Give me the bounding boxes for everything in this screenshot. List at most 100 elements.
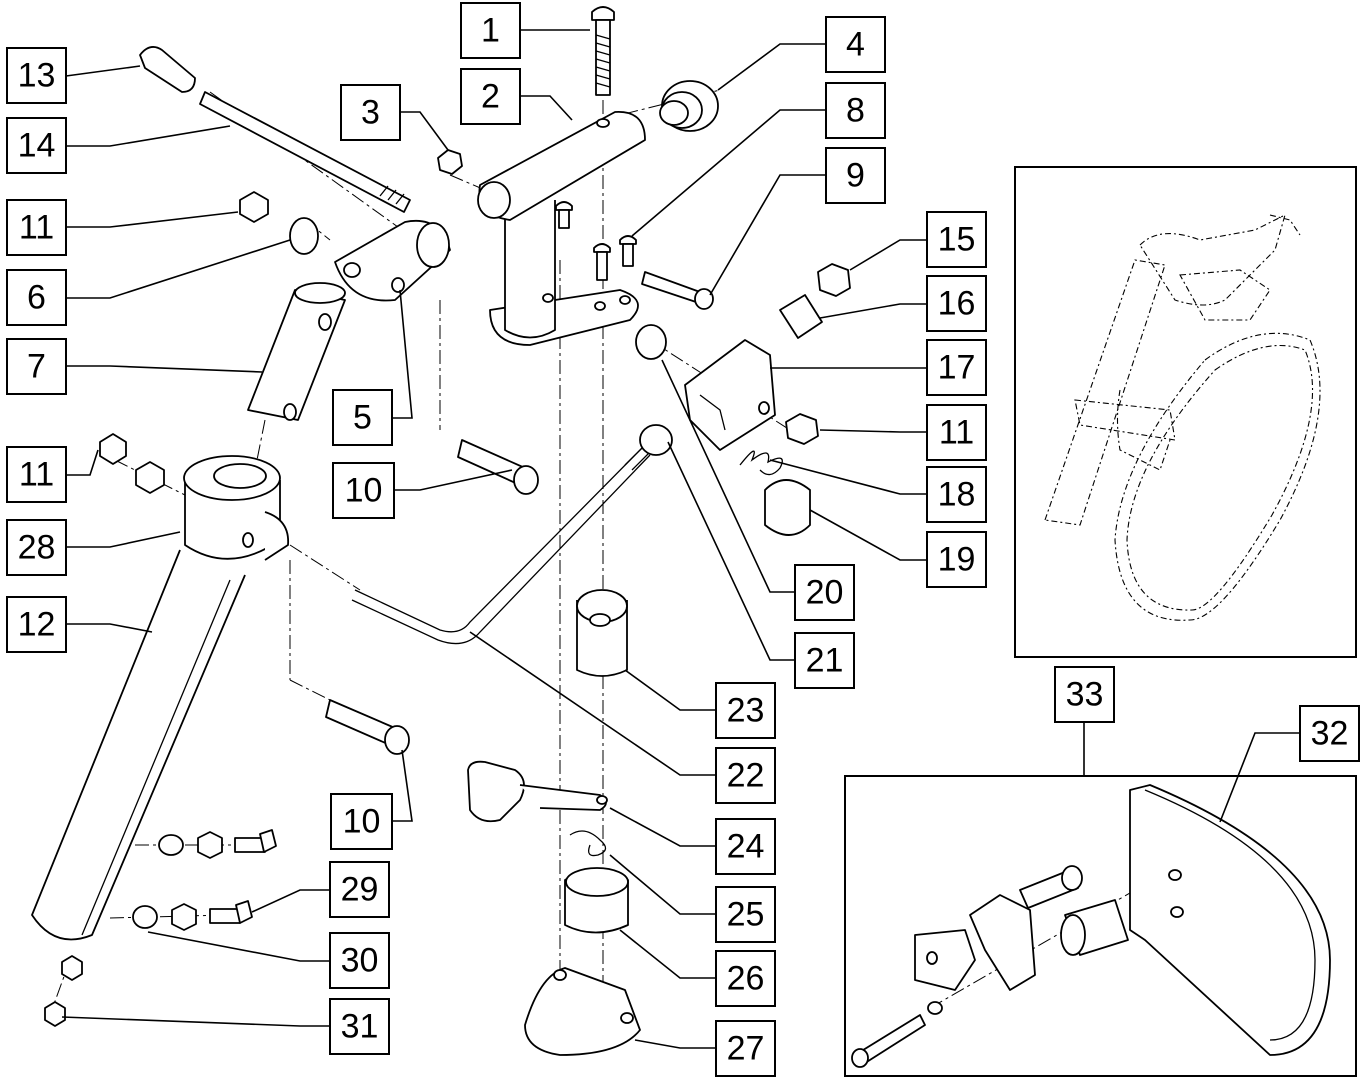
callout-17: 17: [926, 339, 987, 396]
svg-text:32: 32: [1311, 715, 1349, 753]
part-12-post: [31, 549, 246, 941]
svg-text:13: 13: [18, 57, 56, 95]
svg-text:9: 9: [846, 157, 865, 195]
svg-text:4: 4: [846, 26, 865, 64]
callout-2: 2: [460, 68, 521, 125]
svg-text:10: 10: [343, 803, 381, 841]
part-27-clamp: [524, 967, 641, 1056]
callout-33: 33: [1054, 666, 1115, 723]
part-14-rod: [199, 91, 411, 213]
kit-drawing: [851, 784, 1331, 1068]
callout-9: 9: [825, 147, 886, 204]
svg-text:11: 11: [939, 414, 974, 452]
callout-16: 16: [926, 275, 987, 332]
svg-text:22: 22: [727, 757, 765, 795]
callout-25: 25: [715, 886, 776, 943]
svg-text:28: 28: [18, 529, 56, 567]
part-28-collar: [183, 455, 289, 561]
kit-frame: [844, 775, 1357, 1077]
part-4-bumper: [659, 80, 719, 132]
callout-31: 31: [329, 998, 390, 1055]
svg-text:11: 11: [19, 209, 54, 247]
callout-20: 20: [794, 564, 855, 621]
part-24-lever: [467, 760, 608, 823]
part-25-clip: [569, 830, 607, 857]
svg-text:24: 24: [727, 828, 765, 866]
part-10-bolt-b: [325, 699, 410, 755]
part-5-clevis: [334, 220, 451, 302]
svg-text:11: 11: [19, 456, 54, 494]
callout-15: 15: [926, 211, 987, 268]
svg-text:7: 7: [27, 348, 46, 386]
callout-28: 28: [6, 519, 67, 576]
svg-text:23: 23: [727, 692, 765, 730]
svg-text:5: 5: [353, 399, 372, 437]
callout-8: 8: [825, 82, 886, 139]
callout-22: 22: [715, 747, 776, 804]
part-31-nut-a: [61, 955, 83, 981]
callout-21: 21: [794, 632, 855, 689]
callout-7: 7: [6, 338, 67, 395]
part-11-nut-a: [239, 191, 269, 223]
callout-11-mid-left: 11: [6, 446, 67, 503]
svg-text:27: 27: [727, 1030, 765, 1068]
part-23-sleeve: [576, 589, 628, 677]
callout-13: 13: [6, 47, 67, 104]
callout-18: 18: [926, 466, 987, 523]
callout-10-upper: 10: [332, 462, 395, 519]
part-10-bolt-a: [457, 439, 539, 495]
part-18-spring: [739, 450, 783, 476]
leader-lines: [61, 29, 1300, 1049]
svg-text:16: 16: [938, 285, 976, 323]
assembled-view-frame: [1014, 166, 1357, 658]
callout-5: 5: [332, 389, 393, 446]
part-2-bracket-tube: [477, 111, 646, 346]
svg-text:1: 1: [481, 12, 500, 50]
callout-11-right: 11: [926, 404, 987, 461]
part-16-spacer: [779, 294, 823, 339]
part-drawings: [31, 6, 1357, 1077]
callout-1: 1: [460, 2, 521, 59]
svg-text:2: 2: [481, 78, 500, 116]
svg-text:15: 15: [938, 221, 976, 259]
svg-text:20: 20: [806, 574, 844, 612]
part-6-washer: [289, 217, 319, 255]
part-8-screws: [555, 201, 637, 281]
callout-23: 23: [715, 682, 776, 739]
svg-text:6: 6: [27, 279, 46, 317]
svg-text:3: 3: [361, 94, 380, 132]
svg-text:25: 25: [727, 896, 765, 934]
part-31-nut-b: [44, 1001, 66, 1027]
svg-text:10: 10: [345, 472, 383, 510]
callout-labels: 1 2 3 4 5 6 7 8: [6, 2, 1360, 1077]
callout-27: 27: [715, 1020, 776, 1077]
part-26-ring: [564, 867, 629, 934]
part-15-nut: [817, 263, 851, 297]
svg-text:17: 17: [938, 349, 976, 387]
callout-30: 30: [329, 932, 390, 989]
part-7-tube: [247, 282, 346, 421]
part-11-nut-d: [785, 413, 819, 445]
part-29-30-fasteners: [132, 829, 277, 931]
assembled-view-drawing: [1044, 213, 1321, 621]
svg-text:8: 8: [846, 92, 865, 130]
callout-12: 12: [6, 596, 67, 653]
part-20-washer: [635, 324, 667, 360]
svg-text:33: 33: [1066, 676, 1104, 714]
svg-text:30: 30: [341, 942, 379, 980]
part-19-bushing: [764, 479, 811, 536]
callout-24: 24: [715, 818, 776, 875]
svg-text:21: 21: [806, 642, 844, 680]
callout-3: 3: [340, 84, 401, 141]
callout-29: 29: [329, 861, 390, 918]
svg-text:26: 26: [727, 960, 765, 998]
part-11-nut-b: [99, 433, 127, 465]
part-21-spacer: [639, 424, 673, 456]
part-17-latch: [684, 339, 776, 451]
svg-text:29: 29: [341, 871, 379, 909]
part-3-nut: [437, 149, 463, 175]
part-11-nut-c: [135, 461, 165, 494]
callout-10-lower: 10: [330, 793, 393, 850]
callout-32: 32: [1299, 705, 1360, 762]
